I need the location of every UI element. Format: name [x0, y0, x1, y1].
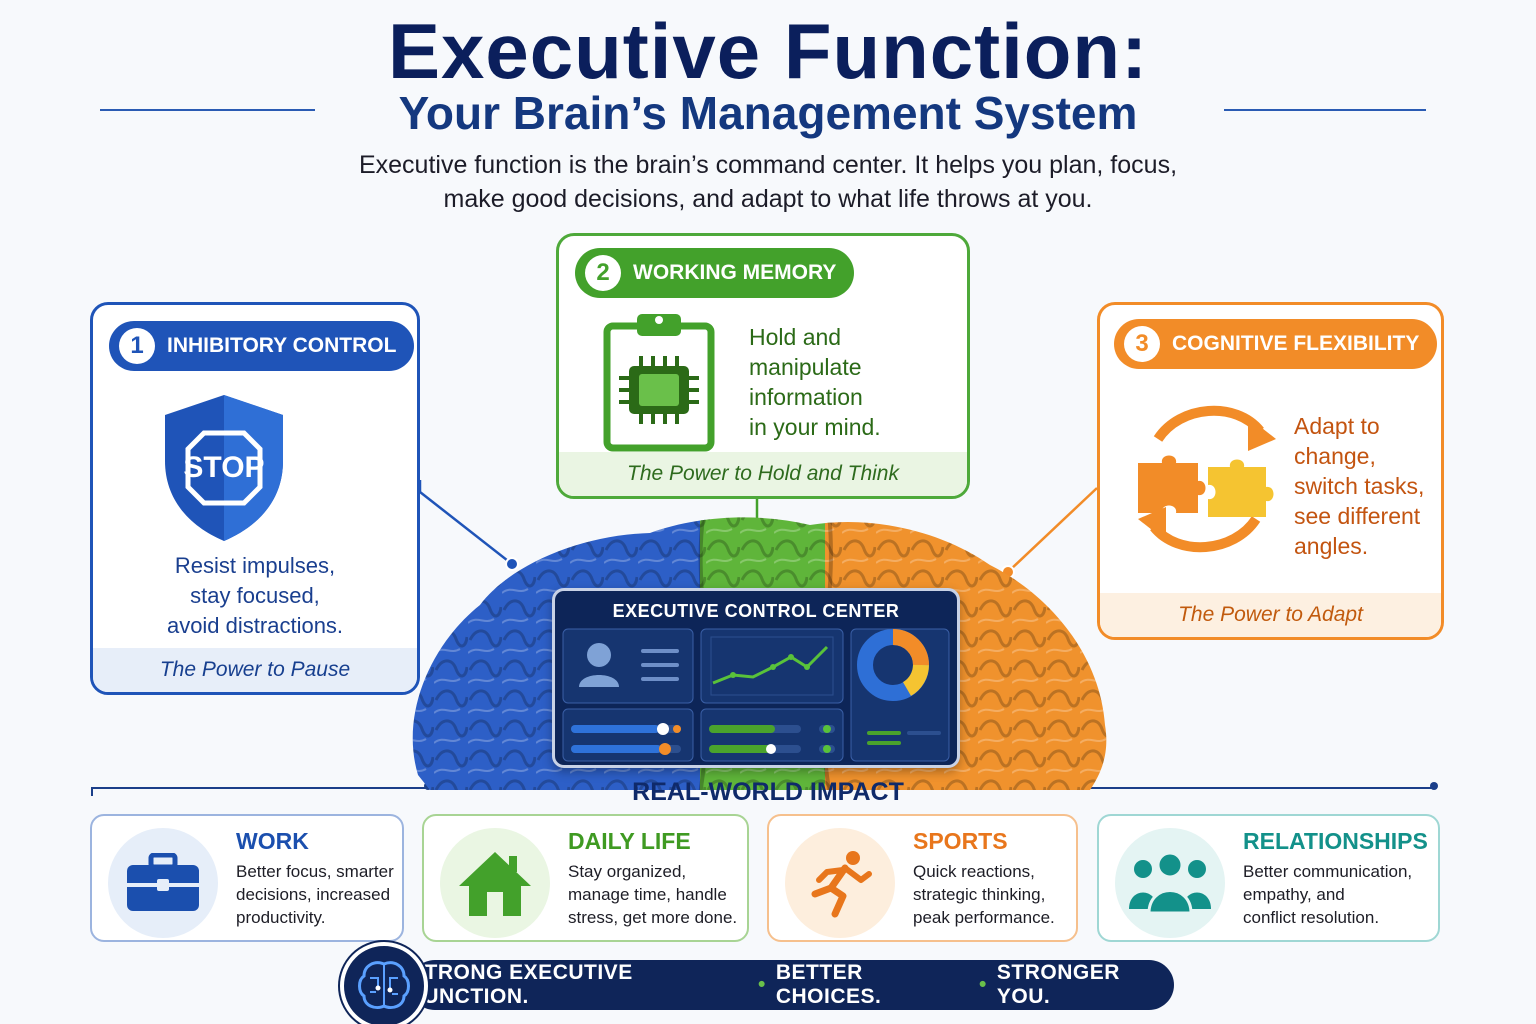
description-line: avoid distractions. — [166, 613, 344, 638]
inhibitory-control-description: Resist impulses, stay focused, avoid dis… — [93, 551, 417, 641]
inhibitory-control-title: INHIBITORY CONTROL — [167, 334, 397, 357]
step-number-badge: 3 — [1124, 326, 1160, 362]
inhibitory-control-tagline: The Power to Pause — [93, 648, 417, 692]
clipboard-chip-icon — [603, 314, 715, 452]
executive-control-center-panel: EXECUTIVE CONTROL CENTER — [552, 588, 960, 768]
description-line: Hold and — [749, 324, 842, 350]
dashboard-widgets — [562, 628, 950, 762]
description-line: switch tasks, — [1294, 473, 1425, 499]
connector-inhibitory — [418, 480, 513, 565]
description-line: manipulate — [749, 354, 862, 380]
impact-line: Quick reactions, — [913, 862, 1035, 881]
slogan-separator: • — [979, 973, 987, 996]
impact-title-relationships: RELATIONSHIPS — [1243, 828, 1428, 854]
description-line: change, — [1294, 443, 1376, 469]
intro-line-2: make good decisions, and adapt to what l… — [443, 185, 1093, 213]
impact-title-daily-life: DAILY LIFE — [568, 828, 691, 854]
impact-line: strategic thinking, — [913, 885, 1046, 904]
page-subtitle: Your Brain’s Management System — [398, 87, 1138, 139]
description-line: see different — [1294, 503, 1421, 529]
brain-circuit-logo-icon — [340, 942, 428, 1024]
impact-description-daily-life: Stay organized, manage time, handle stre… — [568, 860, 747, 929]
slider-panel-blue — [562, 708, 694, 762]
impact-card-sports: SPORTS Quick reactions, strategic thinki… — [767, 814, 1078, 942]
working-memory-description: Hold and manipulate information in your … — [749, 322, 949, 442]
cognitive-flexibility-title: COGNITIVE FLEXIBILITY — [1172, 332, 1420, 355]
cognitive-flexibility-description: Adapt to change, switch tasks, see diffe… — [1294, 411, 1441, 561]
house-icon — [440, 828, 550, 938]
impact-title-work: WORK — [236, 828, 309, 854]
impact-line: decisions, increased — [236, 885, 391, 904]
impact-line: Better focus, smarter — [236, 862, 394, 881]
working-memory-title: WORKING MEMORY — [633, 261, 837, 284]
connector-flexibility — [1009, 487, 1098, 571]
working-memory-tag: 2 WORKING MEMORY — [575, 248, 855, 298]
impact-line: manage time, handle — [568, 885, 727, 904]
impact-card-daily-life: DAILY LIFE Stay organized, manage time, … — [422, 814, 749, 942]
connector-dot-inhibitory — [505, 557, 519, 571]
description-line: Resist impulses, — [174, 553, 336, 578]
cognitive-flexibility-tagline: The Power to Adapt — [1100, 593, 1441, 637]
step-number-badge: 1 — [119, 328, 155, 364]
impact-card-relationships: RELATIONSHIPS Better communication, empa… — [1097, 814, 1440, 942]
impact-divider-dot-right — [1430, 782, 1438, 790]
impact-section-title: REAL-WORLD IMPACT — [632, 778, 904, 806]
slogan-separator: • — [757, 973, 766, 996]
stop-sign-text: STOP — [183, 451, 264, 484]
impact-title-sports: SPORTS — [913, 828, 1008, 854]
slogan-part-1: STRONG EXECUTIVE FUNCTION. — [410, 961, 633, 1008]
page-title: Executive Function: — [387, 7, 1149, 95]
impact-line: empathy, and — [1243, 885, 1345, 904]
impact-line: peak performance. — [913, 908, 1055, 927]
header-divider-right — [1224, 109, 1426, 111]
header-divider-left — [100, 109, 315, 111]
briefcase-icon — [108, 828, 218, 938]
runner-icon — [785, 828, 895, 938]
working-memory-tagline: The Power to Hold and Think — [559, 452, 967, 496]
description-line: Adapt to — [1294, 413, 1380, 439]
impact-line: Stay organized, — [568, 862, 687, 881]
slogan-part-3: STRONGER YOU. — [996, 961, 1120, 1008]
impact-line: stress, get more done. — [568, 908, 738, 927]
impact-card-work: WORK Better focus, smarter decisions, in… — [90, 814, 404, 942]
intro-line-1: Executive function is the brain’s comman… — [358, 151, 1178, 179]
intro-text: Executive function is the brain’s comman… — [300, 148, 1236, 216]
people-icon — [1115, 828, 1225, 938]
description-line: information — [749, 384, 863, 410]
impact-description-sports: Quick reactions, strategic thinking, pea… — [913, 860, 1076, 929]
puzzle-cycle-icon — [1138, 405, 1276, 553]
impact-description-work: Better focus, smarter decisions, increas… — [236, 860, 402, 929]
control-center-title: EXECUTIVE CONTROL CENTER — [612, 601, 900, 621]
step-number-badge: 2 — [585, 255, 621, 291]
impact-line: conflict resolution. — [1243, 908, 1380, 927]
impact-description-relationships: Better communication, empathy, and confl… — [1243, 860, 1427, 929]
description-line: in your mind. — [749, 414, 881, 440]
slogan-banner: STRONG EXECUTIVE FUNCTION. • BETTER CHOI… — [410, 960, 1174, 1010]
user-avatar-icon — [587, 643, 611, 667]
slogan-part-2: BETTER CHOICES. — [775, 961, 882, 1008]
impact-line: Better communication, — [1243, 862, 1413, 881]
impact-line: productivity. — [236, 908, 326, 927]
description-line: angles. — [1294, 533, 1369, 559]
inhibitory-control-tag: 1 INHIBITORY CONTROL — [109, 321, 415, 371]
inhibitory-control-card: 1 INHIBITORY CONTROL STOP Resist impulse… — [90, 302, 420, 695]
cognitive-flexibility-tag: 3 COGNITIVE FLEXIBILITY — [1114, 319, 1438, 369]
stop-shield-icon: STOP — [165, 395, 283, 541]
description-line: stay focused, — [190, 583, 320, 608]
cognitive-flexibility-card: 3 COGNITIVE FLEXIBILITY Adapt to change,… — [1097, 302, 1444, 640]
working-memory-card: 2 WORKING MEMORY Hold and manipulate inf… — [556, 233, 970, 499]
